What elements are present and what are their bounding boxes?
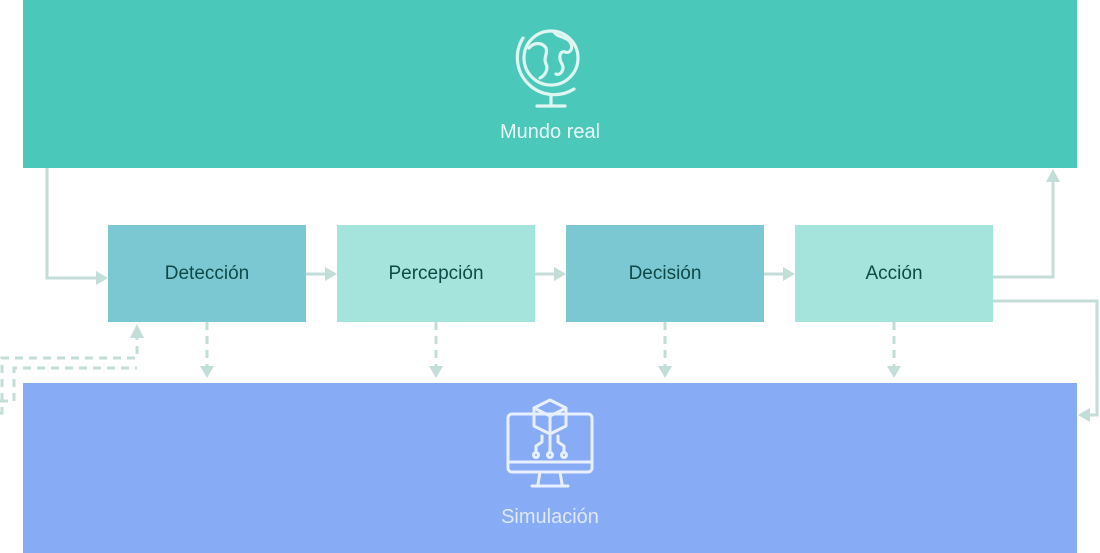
- arrowhead-into-action: [783, 267, 795, 281]
- stage-detection: Detección: [108, 225, 306, 322]
- stage-action: Acción: [795, 225, 993, 322]
- arrowhead-into-real: [1046, 169, 1060, 182]
- stage-decision: Decisión: [566, 225, 764, 322]
- arrowhead-into-decision: [554, 267, 566, 281]
- stage-detection-label: Detección: [164, 262, 250, 284]
- stage-action-label: Acción: [865, 262, 923, 284]
- stage-perception-label: Percepción: [388, 262, 484, 284]
- arrowhead-decision-sim: [658, 366, 672, 378]
- stage-decision-label: Decisión: [628, 262, 702, 284]
- simulation-label: Simulación: [501, 506, 599, 528]
- arrowhead-detection-sim: [200, 366, 214, 378]
- stage-perception: Percepción: [337, 225, 535, 322]
- arrowhead-into-detection: [96, 271, 108, 285]
- real-world-label: Mundo real: [499, 121, 601, 143]
- connector-real-to-detection: [45, 168, 96, 280]
- monitor-cube-icon: [506, 398, 594, 488]
- arrowhead-into-simulation-right: [1078, 408, 1090, 422]
- simulation-band: [23, 383, 1077, 553]
- arrowhead-perception-sim: [429, 366, 443, 378]
- arrowhead-feedback-detection: [130, 324, 144, 338]
- globe-icon: [515, 29, 580, 108]
- arrowhead-action-sim: [887, 366, 901, 378]
- connector-action-to-real: [993, 182, 1055, 279]
- arrowhead-into-perception: [325, 267, 337, 281]
